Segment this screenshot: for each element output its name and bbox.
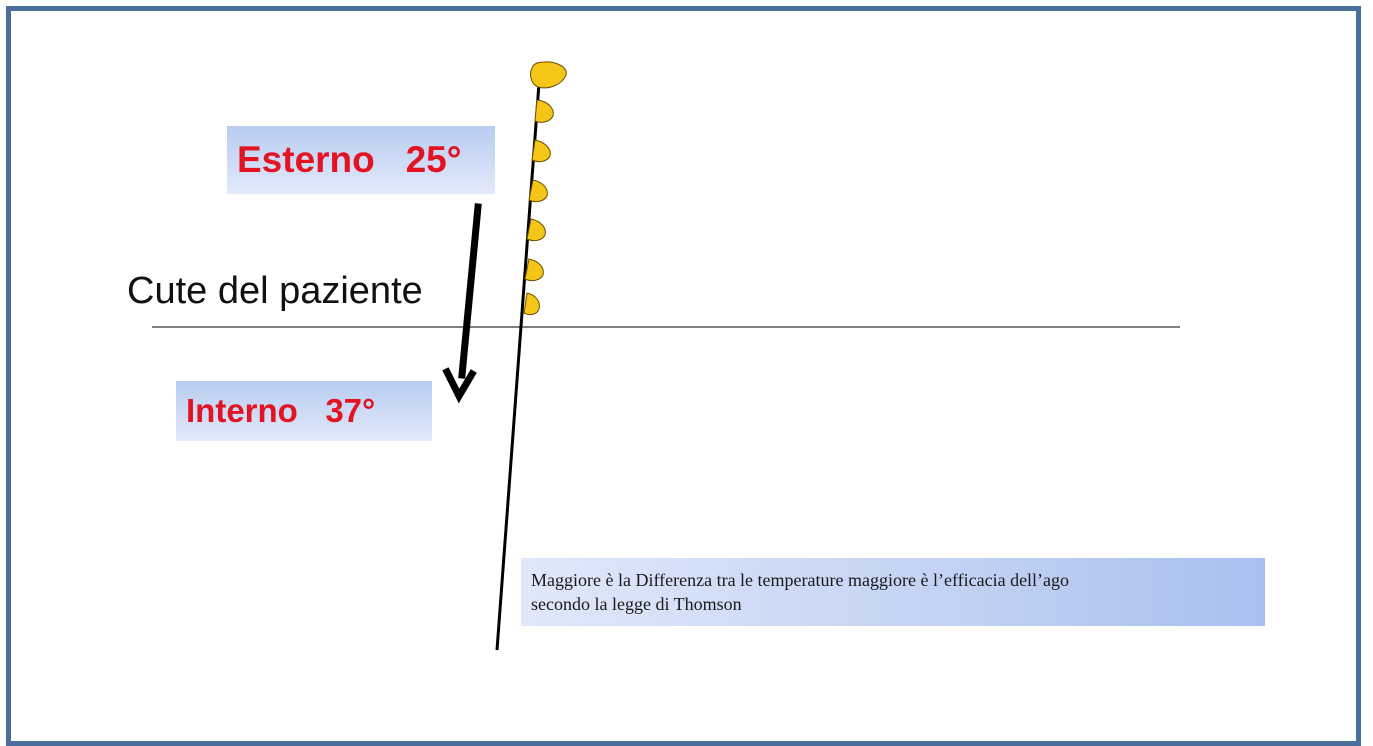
note-line-1: Maggiore è la Differenza tra le temperat… bbox=[531, 570, 1070, 590]
internal-temperature-box: Interno 37° bbox=[176, 381, 432, 441]
thomson-law-note: Maggiore è la Differenza tra le temperat… bbox=[521, 558, 1265, 626]
external-temperature-box: Esterno 25° bbox=[227, 126, 495, 194]
slide-frame bbox=[6, 6, 1361, 746]
internal-temperature-label: Interno 37° bbox=[186, 392, 376, 429]
external-temperature-label: Esterno 25° bbox=[237, 139, 462, 180]
skin-label: Cute del paziente bbox=[127, 270, 423, 312]
note-line-2: secondo la legge di Thomson bbox=[531, 594, 742, 614]
